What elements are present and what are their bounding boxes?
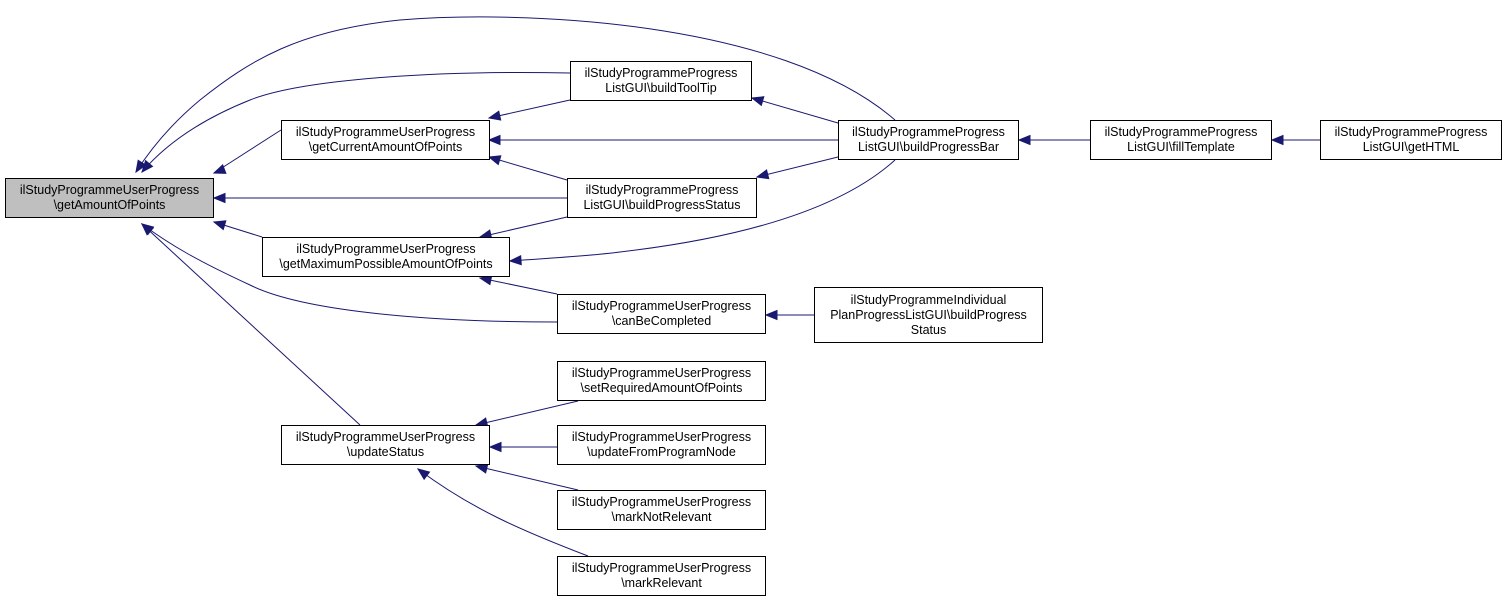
node-label-line: ilStudyProgrammeProgress bbox=[585, 183, 739, 197]
node-label-line: ilStudyProgrammeProgress bbox=[852, 125, 1005, 139]
node-label-line: ilStudyProgrammeUserProgress bbox=[296, 242, 476, 256]
node-label-line: ilStudyProgrammeProgress bbox=[584, 66, 738, 80]
arrowhead-icon bbox=[416, 468, 431, 481]
node-label-line: \markNotRelevant bbox=[611, 510, 712, 524]
node-build-tool-tip[interactable]: ilStudyProgrammeProgress ListGUI\buildTo… bbox=[570, 61, 752, 101]
node-label-line: ilStudyProgrammeUserProgress bbox=[571, 299, 752, 313]
node-get-html[interactable]: ilStudyProgrammeProgress ListGUI\getHTML bbox=[1320, 120, 1502, 160]
node-label-line: ilStudyProgrammeUserProgress bbox=[295, 125, 476, 139]
arrowhead-icon bbox=[764, 309, 778, 321]
node-update-from-program-node[interactable]: ilStudyProgrammeUserProgress \updateFrom… bbox=[557, 425, 766, 465]
edge-n6-to-n0 bbox=[141, 223, 558, 323]
node-can-be-completed[interactable]: ilStudyProgrammeUserProgress \canBeCompl… bbox=[557, 294, 766, 334]
edge-n5-to-n2 bbox=[479, 216, 568, 238]
node-label-line: ilStudyProgrammeUserProgress bbox=[571, 495, 752, 509]
arrowhead-icon bbox=[212, 164, 227, 174]
node-label-line: ilStudyProgrammeUserProgress bbox=[571, 561, 752, 575]
node-label-line: \markRelevant bbox=[621, 576, 702, 590]
arrowhead-icon bbox=[488, 441, 502, 453]
edge-n7-to-n3 bbox=[475, 400, 579, 426]
arrowhead-icon bbox=[140, 223, 155, 236]
edge-n3-to-n0 bbox=[141, 223, 361, 426]
arrowhead-icon bbox=[750, 96, 765, 107]
edge-n4-to-n1 bbox=[488, 99, 571, 119]
node-individual-plan-build-progress-status[interactable]: ilStudyProgrammeIndividual PlanProgressL… bbox=[814, 287, 1043, 343]
node-mark-relevant[interactable]: ilStudyProgrammeUserProgress \markReleva… bbox=[557, 556, 766, 596]
arrowhead-icon bbox=[212, 220, 227, 231]
arrowhead-icon bbox=[1270, 134, 1284, 146]
edge-n11-to-n4 bbox=[751, 97, 839, 124]
node-update-status[interactable]: ilStudyProgrammeUserProgress \updateStat… bbox=[281, 425, 490, 465]
arrowhead-icon bbox=[1017, 134, 1031, 146]
node-label-line: ListGUI\fillTemplate bbox=[1127, 140, 1235, 154]
node-build-progress-status[interactable]: ilStudyProgrammeProgress ListGUI\buildPr… bbox=[567, 178, 757, 218]
node-label-line: \getAmountOfPoints bbox=[53, 198, 166, 212]
node-label-line: Status bbox=[910, 322, 947, 337]
node-get-maximum-possible-amount-of-points[interactable]: ilStudyProgrammeUserProgress \getMaximum… bbox=[262, 237, 510, 277]
node-label-line: ListGUI\getHTML bbox=[1362, 140, 1460, 154]
arrowhead-icon bbox=[487, 110, 502, 121]
node-get-amount-of-points: ilStudyProgrammeUserProgress \getAmountO… bbox=[5, 178, 214, 218]
node-label-line: ilStudyProgrammeProgress bbox=[1334, 125, 1488, 139]
node-label-line: ListGUI\buildToolTip bbox=[605, 81, 717, 95]
arrowhead-icon bbox=[487, 134, 501, 146]
edge-n11-to-n5 bbox=[756, 156, 839, 178]
edge-n11-to-n2 bbox=[509, 159, 896, 262]
node-label-line: \canBeCompleted bbox=[611, 314, 712, 328]
edge-n6-to-n2 bbox=[479, 277, 558, 295]
edge-n5-to-n1 bbox=[488, 156, 568, 181]
node-label-line: ilStudyProgrammeUserProgress bbox=[571, 430, 752, 444]
node-fill-template[interactable]: ilStudyProgrammeProgress ListGUI\fillTem… bbox=[1090, 120, 1272, 160]
node-label-line: PlanProgressListGUI\buildProgress bbox=[830, 307, 1027, 322]
arrowhead-icon bbox=[212, 192, 226, 204]
edge-n10-to-n3 bbox=[417, 468, 589, 557]
node-label-line: \setRequiredAmountOfPoints bbox=[580, 381, 743, 395]
node-build-progress-bar[interactable]: ilStudyProgrammeProgress ListGUI\buildPr… bbox=[838, 120, 1019, 160]
edge-n1-to-n0 bbox=[213, 129, 282, 174]
node-set-required-amount-of-points[interactable]: ilStudyProgrammeUserProgress \setRequire… bbox=[557, 361, 766, 401]
node-label-line: ilStudyProgrammeUserProgress bbox=[295, 430, 476, 444]
edge-n4-to-n0 bbox=[141, 71, 571, 173]
node-label-line: \updateFromProgramNode bbox=[587, 445, 736, 459]
node-label-line: ilStudyProgrammeUserProgress bbox=[19, 183, 200, 197]
arrowhead-icon bbox=[474, 463, 489, 474]
node-get-current-amount-of-points[interactable]: ilStudyProgrammeUserProgress \getCurrent… bbox=[281, 120, 490, 160]
arrowhead-icon bbox=[508, 254, 522, 266]
edge-n9-to-n3 bbox=[475, 465, 579, 491]
arrowhead-icon bbox=[478, 275, 493, 286]
edge-n11-to-n0 bbox=[135, 16, 896, 173]
node-label-line: ListGUI\buildProgressStatus bbox=[583, 198, 741, 212]
node-mark-not-relevant[interactable]: ilStudyProgrammeUserProgress \markNotRel… bbox=[557, 490, 766, 530]
node-label-line: ilStudyProgrammeUserProgress bbox=[571, 366, 752, 380]
arrowhead-icon bbox=[135, 159, 147, 174]
arrowhead-icon bbox=[487, 155, 502, 166]
node-label-line: \updateStatus bbox=[346, 445, 425, 459]
node-label-line: ilStudyProgrammeIndividual bbox=[850, 292, 1007, 307]
node-label-line: \getCurrentAmountOfPoints bbox=[308, 140, 463, 154]
node-label-line: ListGUI\buildProgressBar bbox=[857, 140, 1000, 154]
node-label-line: \getMaximumPossibleAmountOfPoints bbox=[279, 257, 493, 271]
node-label-line: ilStudyProgrammeProgress bbox=[1104, 125, 1258, 139]
arrowhead-icon bbox=[755, 169, 770, 180]
